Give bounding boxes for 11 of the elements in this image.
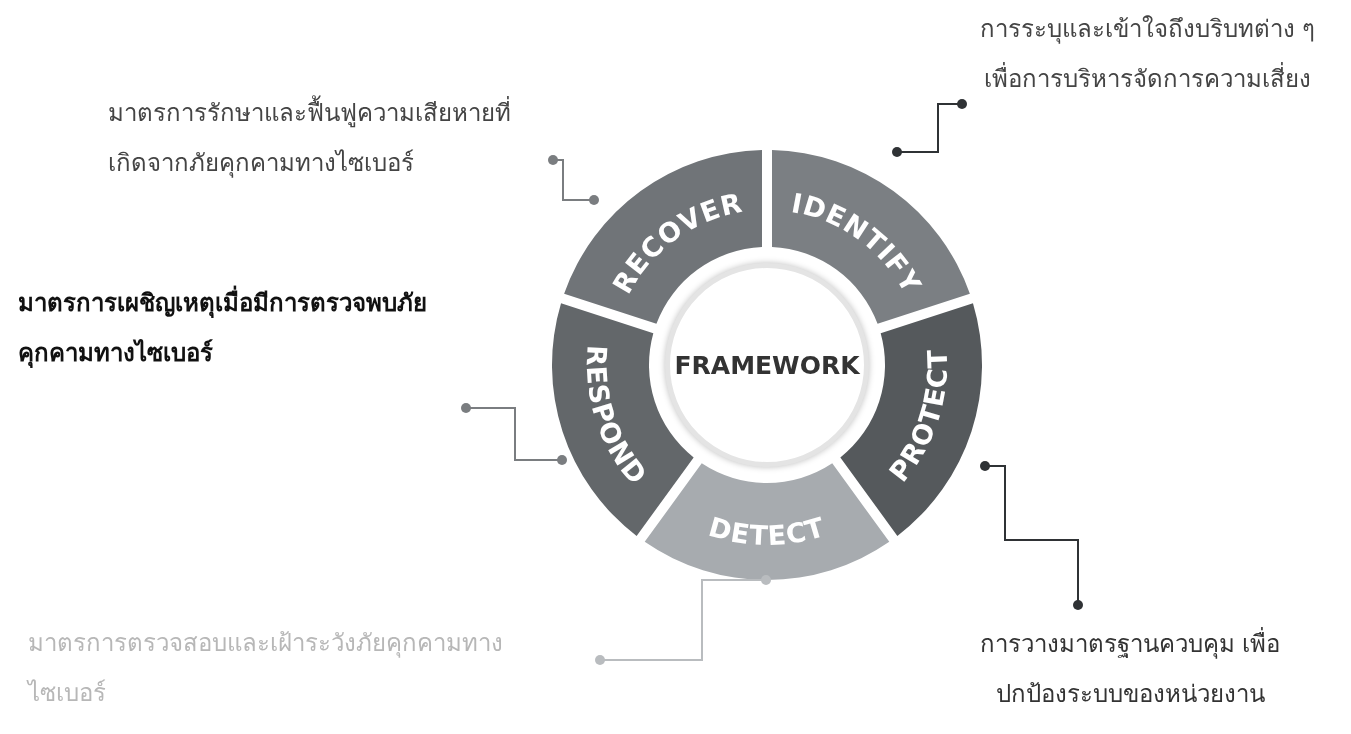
leader-line bbox=[892, 99, 967, 157]
description-text: มาตรการเผชิญเหตุเมื่อมีการตรวจพบภัยคุกคามทางไซเบอร์ bbox=[18, 278, 456, 379]
description-text: มาตรการรักษาและฟื้นฟูความเสียหายที่เกิดจากภัยคุกคามทางไซเบอร์ bbox=[108, 88, 543, 189]
leader-line bbox=[595, 575, 771, 665]
leader-line bbox=[548, 155, 599, 205]
leader-line bbox=[980, 461, 1083, 610]
description-text: การวางมาตรฐานควบคุม เพื่อปกป้องระบบของหน่วยงาน bbox=[965, 619, 1295, 720]
wheel-segment: DETECT bbox=[644, 463, 890, 580]
leader-line bbox=[461, 403, 567, 465]
description-text: มาตรการตรวจสอบและเฝ้าระวังภัยคุกคามทางไซเบอร์ bbox=[28, 628, 504, 710]
description-text: การระบุและเข้าใจถึงบริบทต่าง ๆ เพื่อการบริหารจัดการความเสี่ยง bbox=[978, 14, 1317, 96]
